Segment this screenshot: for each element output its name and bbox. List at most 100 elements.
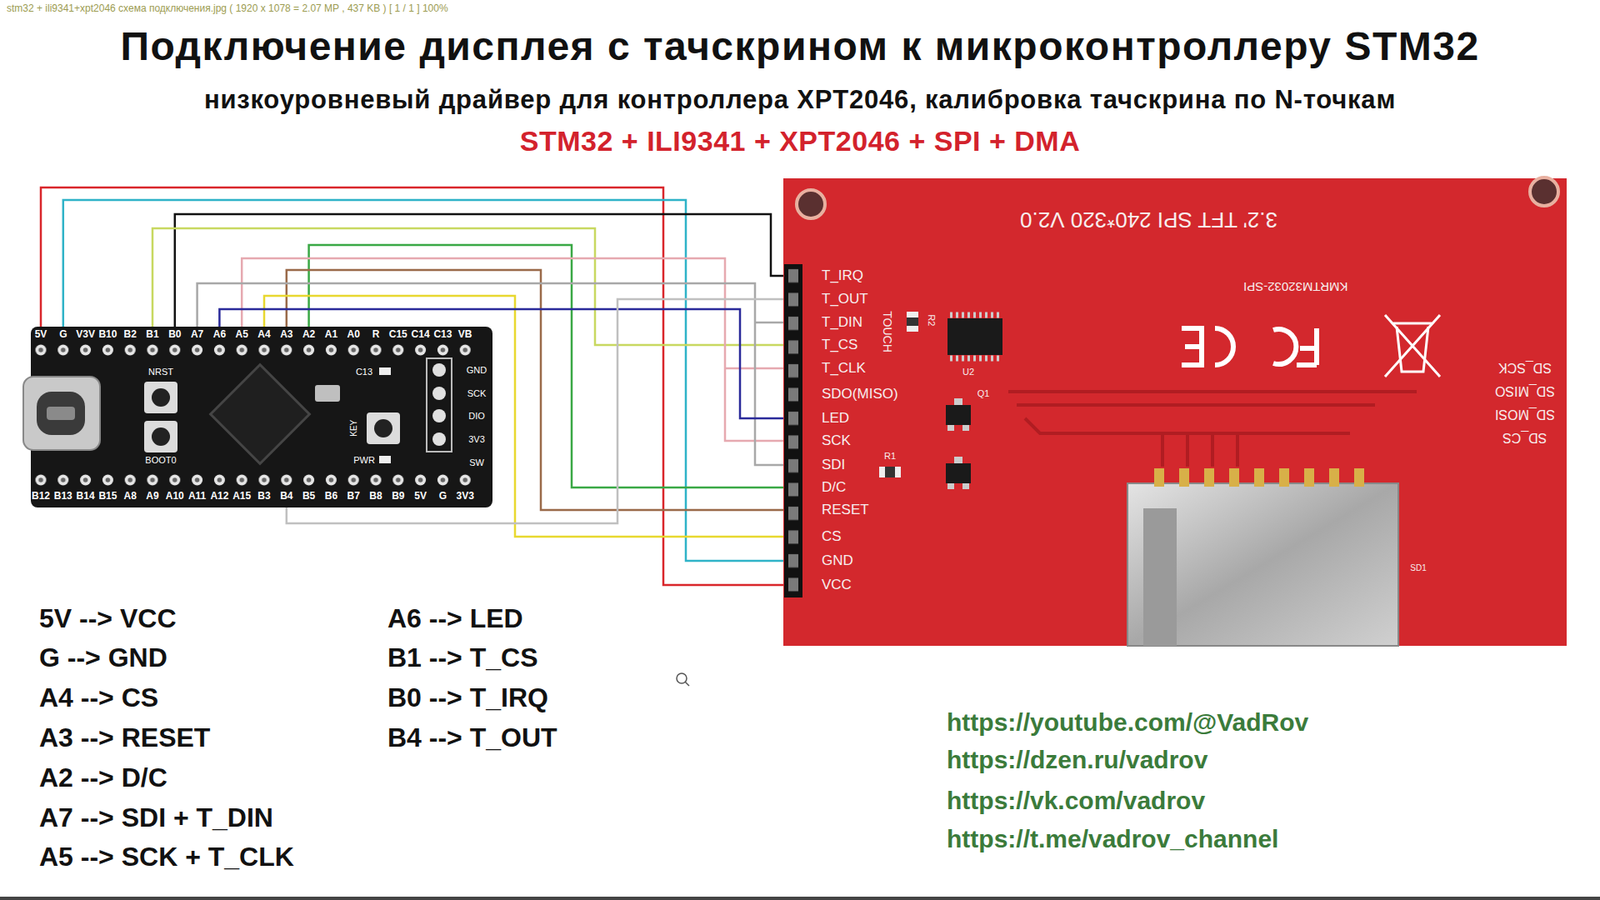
- pcb-trace: [1016, 403, 1375, 407]
- fcc-logo: [1296, 328, 1317, 365]
- pin-label: B14: [76, 490, 95, 503]
- wire: [286, 299, 784, 524]
- fcc-logo: [1273, 328, 1317, 365]
- sd-card-holder: [1279, 468, 1290, 487]
- pin-label: SCK: [821, 432, 851, 450]
- smd-led: [379, 367, 391, 464]
- pin-label: A3: [280, 329, 293, 341]
- sd-card-holder: [1154, 468, 1165, 487]
- wire: [309, 245, 784, 488]
- pin-label: A7: [190, 329, 204, 341]
- magnifier-icon: [685, 681, 690, 686]
- pin-label: T_CLK: [821, 360, 866, 377]
- stm32-board: [30, 339, 477, 361]
- pin-label: C14: [411, 329, 430, 341]
- pin-label: VB: [458, 329, 473, 341]
- pin-label: B2: [124, 329, 137, 341]
- swd-header: [432, 386, 446, 400]
- pin-label: Q1: [977, 388, 990, 400]
- pin-label: B15: [98, 490, 117, 503]
- mcu-board: 5VGV3VB10B2B1B0A7A6A5A4A3A2A1A0RC15C14C1…: [30, 326, 493, 508]
- pin-label: G: [59, 329, 67, 341]
- display-pcb: [783, 178, 1567, 646]
- usb-c-connector: [36, 391, 85, 435]
- pcb-trace: [1008, 390, 1417, 394]
- sd-card-holder: [1329, 468, 1340, 487]
- pin-label: A4: [257, 329, 270, 341]
- pin-label: A1: [325, 329, 338, 341]
- wire: [219, 309, 784, 419]
- pin-label: 3V3: [468, 434, 485, 445]
- mcu-chip: [210, 365, 310, 465]
- pin-label: A0: [347, 329, 360, 341]
- bottom-bar: [0, 896, 1600, 900]
- pin-label: T_DIN: [821, 314, 863, 331]
- bottom-bar: [0, 896, 1600, 900]
- pin-label: C15: [389, 329, 408, 341]
- pin-label: RESET: [821, 501, 870, 519]
- touch-controller-chip: [947, 315, 1003, 359]
- usb-c-connector: [46, 406, 75, 420]
- mcu-chip: [210, 365, 310, 465]
- push-button: [151, 388, 170, 407]
- push-button: [151, 427, 170, 446]
- pin-label: T_IRQ: [821, 267, 864, 285]
- pin-label: LED: [821, 410, 850, 427]
- pin-mapping: B4 --> T_OUT: [387, 722, 558, 754]
- pin-label: T_OUT: [821, 290, 869, 308]
- wire: [286, 270, 784, 510]
- pin-label: BOOT0: [145, 455, 176, 466]
- transistor: [962, 483, 970, 490]
- pin-label: SDO(MISO): [821, 385, 899, 403]
- pin-label: KEY: [349, 420, 360, 437]
- swd-header: [426, 358, 452, 452]
- pin-label: PWR: [353, 455, 375, 466]
- pin-mapping: A3 --> RESET: [39, 722, 210, 754]
- pin-mapping: 5V --> VCC: [39, 603, 176, 635]
- transistor: [945, 463, 971, 484]
- sd-card-holder: [1179, 468, 1190, 487]
- pin-label: B1: [145, 329, 159, 341]
- pin-label: R2: [926, 314, 938, 326]
- resistor-symbol: [906, 311, 919, 332]
- pcb-trace: [1162, 433, 1238, 467]
- pin-label: SCK: [467, 388, 487, 400]
- link-url: https://vk.com/vadrov: [946, 786, 1205, 816]
- swd-header: [426, 358, 452, 452]
- display-pcb: [783, 177, 1567, 646]
- sd-card-holder: [1127, 468, 1399, 646]
- sd-card-holder: [1254, 468, 1265, 487]
- swd-header: [432, 432, 446, 446]
- touch-controller-chip: [947, 318, 1003, 355]
- pin-label: A8: [124, 490, 137, 503]
- sd-card-holder: [1127, 483, 1399, 646]
- viewer-caption: stm32 + ili9341+xpt2046 схема подключени…: [6, 3, 449, 15]
- pin-label: A15: [232, 490, 251, 503]
- pcb-trace: [1008, 391, 1417, 467]
- pin-mapping: A2 --> D/C: [39, 762, 168, 794]
- pin-label: A2: [302, 329, 315, 341]
- crystal: [315, 385, 340, 402]
- link-url: https://youtube.com/@VadRov: [946, 708, 1309, 738]
- push-button: [366, 412, 400, 445]
- pin-mapping: B0 --> T_IRQ: [387, 682, 549, 714]
- resistor-symbol: [906, 317, 919, 326]
- pin-label: A12: [210, 490, 229, 503]
- pin-label: VCC: [821, 576, 852, 594]
- pin-label: GND: [821, 552, 854, 570]
- pin-mapping: A5 --> SCK + T_CLK: [39, 841, 295, 873]
- pin-label: 3.2' TFT SPI 240*320 V2.0: [1020, 206, 1278, 232]
- pin-label: CS: [821, 528, 842, 545]
- pin-label: G: [439, 490, 447, 503]
- sd-card-holder: [1143, 508, 1177, 646]
- transistor: [947, 425, 955, 431]
- display-pcb: [796, 190, 825, 219]
- pin-label: SD1: [1410, 563, 1426, 574]
- pin-label: A10: [165, 490, 185, 503]
- pin-mapping: B1 --> T_CS: [387, 642, 538, 674]
- weee-bin-icon: [1385, 315, 1440, 377]
- pin-label: SW: [469, 457, 485, 469]
- pin-label: 5V: [35, 329, 48, 341]
- transistor: [962, 425, 970, 431]
- pin-label: C13: [355, 366, 373, 378]
